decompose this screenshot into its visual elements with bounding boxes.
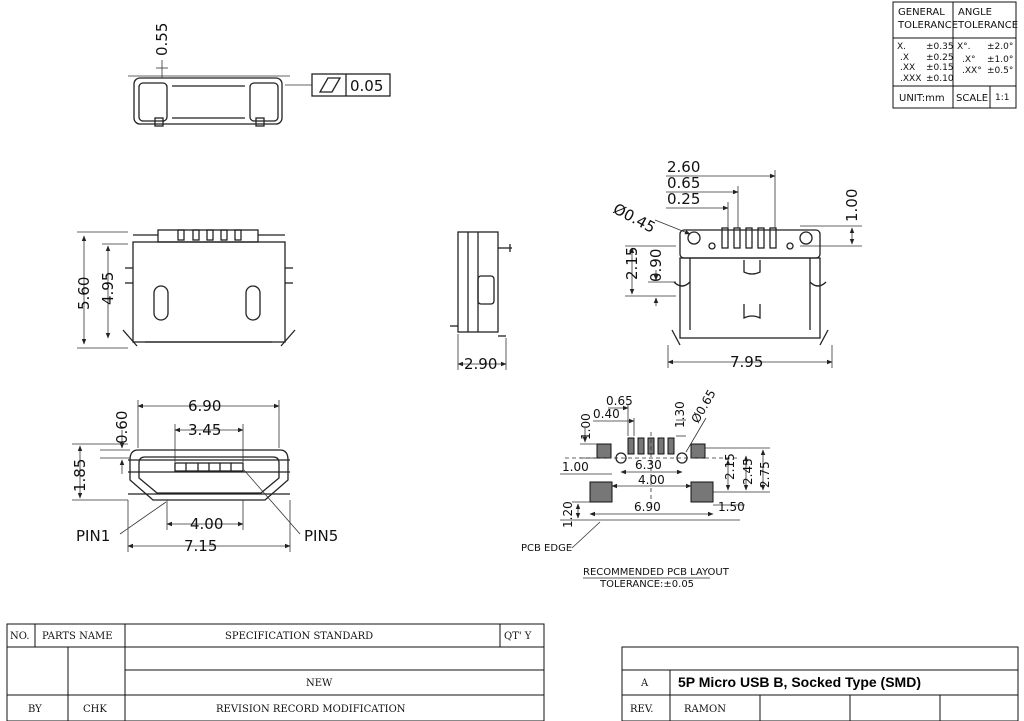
dim-top-height: 0.55 <box>153 23 171 56</box>
dim-mouth-060: 0.60 <box>113 411 131 444</box>
dim-rear-hole: Ø0.45 <box>610 200 658 237</box>
dim-rear-090: 0.90 <box>647 249 665 282</box>
title-chk: CHK <box>83 704 107 715</box>
pcb-dim-630: 6.30 <box>635 458 662 472</box>
pcb-layout-title: RECOMMENDED PCB LAYOUT <box>583 567 730 578</box>
general-header-1: GENERAL <box>898 7 945 18</box>
dim-mouth-715: 7.15 <box>184 537 217 555</box>
angle-header-2: TOLERANCE <box>957 20 1018 31</box>
revision-block: NO. PARTS NAME SPECIFICATION STANDARD QT… <box>6 623 545 721</box>
tolerance-table: GENERAL TOLERANCE ANGLE TOLERANCE X. ±0.… <box>892 1 1018 109</box>
scale-value: 1:1 <box>995 93 1009 103</box>
pcb-dim-275: 2.75 <box>758 461 772 488</box>
tol-a-label-1: .X° <box>962 55 976 65</box>
tol-a-val-2: ±0.5° <box>987 66 1013 76</box>
dim-mouth-400: 4.00 <box>190 515 223 533</box>
tol-g-label-0: X. <box>897 42 906 52</box>
rev-label: REV. <box>630 704 653 715</box>
rear-view: 7.95 2.60 0.65 0.25 Ø0.45 1.00 2.15 0.90 <box>610 158 862 371</box>
scale-label: SCALE <box>956 93 988 104</box>
dim-side-width: 2.90 <box>464 355 497 373</box>
tol-g-val-1: ±0.25 <box>926 53 954 63</box>
dim-mouth-690: 6.90 <box>188 397 221 415</box>
author-name: RAMON <box>684 704 726 715</box>
rev-letter: A <box>640 678 649 689</box>
pcb-dim-215: 2.15 <box>723 453 737 480</box>
pin1-label: PIN1 <box>76 527 110 545</box>
title-parts-name: PARTS NAME <box>42 631 113 642</box>
pcb-dim-065: 0.65 <box>606 394 633 408</box>
dim-rear-025: 0.25 <box>667 190 700 208</box>
top-view: 0.55 0.05 <box>128 23 391 127</box>
pcb-edge-label: PCB EDGE <box>521 543 572 554</box>
title-no: NO. <box>10 631 30 642</box>
pcb-dim-hole: Ø0.65 <box>688 387 718 425</box>
tol-g-val-3: ±0.10 <box>926 74 954 84</box>
dim-mouth-185: 1.85 <box>71 459 89 492</box>
dim-front-outer: 5.60 <box>75 277 93 310</box>
flatness-value: 0.05 <box>350 77 383 95</box>
pcb-dim-400: 4.00 <box>638 473 665 487</box>
angle-header-1: ANGLE <box>958 7 992 18</box>
dim-rear-065: 0.65 <box>667 174 700 192</box>
tol-g-val-2: ±0.15 <box>926 63 954 73</box>
title-qty: QT' Y <box>504 631 532 642</box>
title-by: BY <box>28 704 42 715</box>
dim-mouth-345: 3.45 <box>188 421 221 439</box>
dim-rear-width: 7.95 <box>730 353 763 371</box>
pcb-dim-040: 0.40 <box>593 407 620 421</box>
dim-rear-215: 2.15 <box>623 247 641 280</box>
pcb-dim-100b: 1.00 <box>562 460 589 474</box>
product-name: 5P Micro USB B, Socked Type (SMD) <box>678 674 921 690</box>
mouth-view: 6.90 3.45 0.60 1.85 4.00 7.15 PIN1 PIN5 <box>71 397 338 555</box>
pcb-layout: 1.00 1.00 0.65 0.40 1.30 Ø0.65 6.30 4.00… <box>521 387 772 590</box>
tol-a-val-0: ±2.0° <box>987 42 1013 52</box>
product-block: A 5P Micro USB B, Socked Type (SMD) REV.… <box>621 646 1019 721</box>
tol-g-val-0: ±0.35 <box>926 42 954 52</box>
title-spec: SPECIFICATION STANDARD <box>225 631 373 642</box>
dim-front-inner: 4.95 <box>99 272 117 305</box>
pcb-layout-tolerance: TOLERANCE:±0.05 <box>599 579 694 590</box>
pin5-label: PIN5 <box>304 527 338 545</box>
tol-g-label-1: .X <box>900 53 909 63</box>
pcb-dim-120: 1.20 <box>561 501 575 528</box>
tol-a-val-1: ±1.0° <box>987 55 1013 65</box>
unit-label: UNIT:mm <box>899 93 945 104</box>
pcb-dim-130: 1.30 <box>673 401 687 428</box>
tol-g-label-3: .XXX <box>900 74 921 84</box>
dim-rear-260: 2.60 <box>667 158 700 176</box>
tol-g-label-2: .XX <box>900 63 915 73</box>
tol-a-label-2: .XX° <box>962 66 982 76</box>
side-view: 2.90 <box>450 231 512 373</box>
pcb-dim-245: 2.45 <box>741 458 755 485</box>
title-revision: REVISION RECORD MODIFICATION <box>216 704 406 715</box>
pcb-dim-100a: 1.00 <box>579 413 593 440</box>
general-header-2: TOLERANCE <box>897 20 958 31</box>
front-view: 5.60 4.95 <box>75 229 296 349</box>
dim-rear-100: 1.00 <box>843 189 861 222</box>
pcb-dim-150: 1.50 <box>718 500 745 514</box>
pcb-dim-690: 6.90 <box>634 500 661 514</box>
title-new: NEW <box>306 678 333 689</box>
tol-a-label-0: X°. <box>957 42 971 52</box>
